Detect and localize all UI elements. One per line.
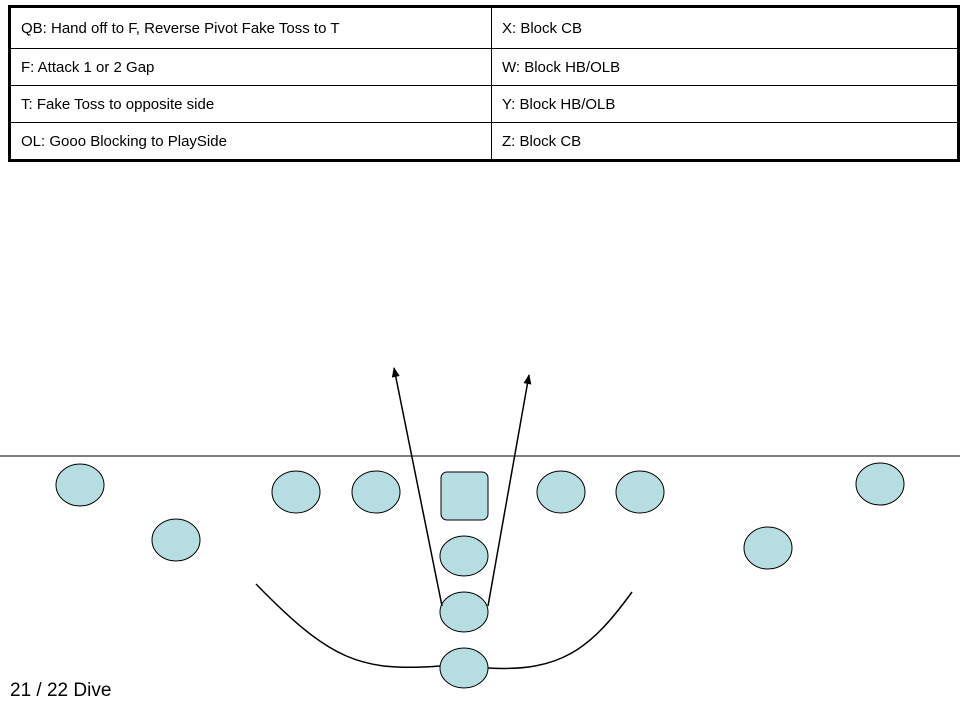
table-row: OL: Gooo Blocking to PlaySide Z: Block C…	[9, 122, 959, 161]
dive-route-right	[487, 374, 532, 607]
player-left-guard	[351, 470, 401, 514]
player-w	[151, 518, 201, 562]
player-x	[55, 463, 105, 507]
player-z	[855, 462, 905, 506]
assignment-cell: Z: Block CB	[491, 122, 959, 161]
table-row: QB: Hand off to F, Reverse Pivot Fake To…	[9, 6, 959, 49]
player-y	[743, 526, 793, 570]
player-right-guard	[536, 470, 586, 514]
player-left-tackle	[271, 470, 321, 514]
players-group	[55, 462, 905, 689]
routes-group	[255, 367, 633, 670]
player-right-tackle	[615, 470, 665, 514]
player-center	[440, 471, 489, 521]
fake-toss-path	[255, 583, 633, 670]
table-row: F: Attack 1 or 2 Gap W: Block HB/OLB	[9, 48, 959, 86]
player-qb	[439, 535, 489, 577]
assignment-cell: X: Block CB	[491, 6, 959, 49]
player-t	[439, 647, 489, 689]
assignment-table: QB: Hand off to F, Reverse Pivot Fake To…	[8, 5, 960, 162]
dive-route-left	[391, 367, 443, 607]
player-f	[439, 591, 489, 633]
play-name: 21 / 22 Dive	[10, 680, 112, 701]
